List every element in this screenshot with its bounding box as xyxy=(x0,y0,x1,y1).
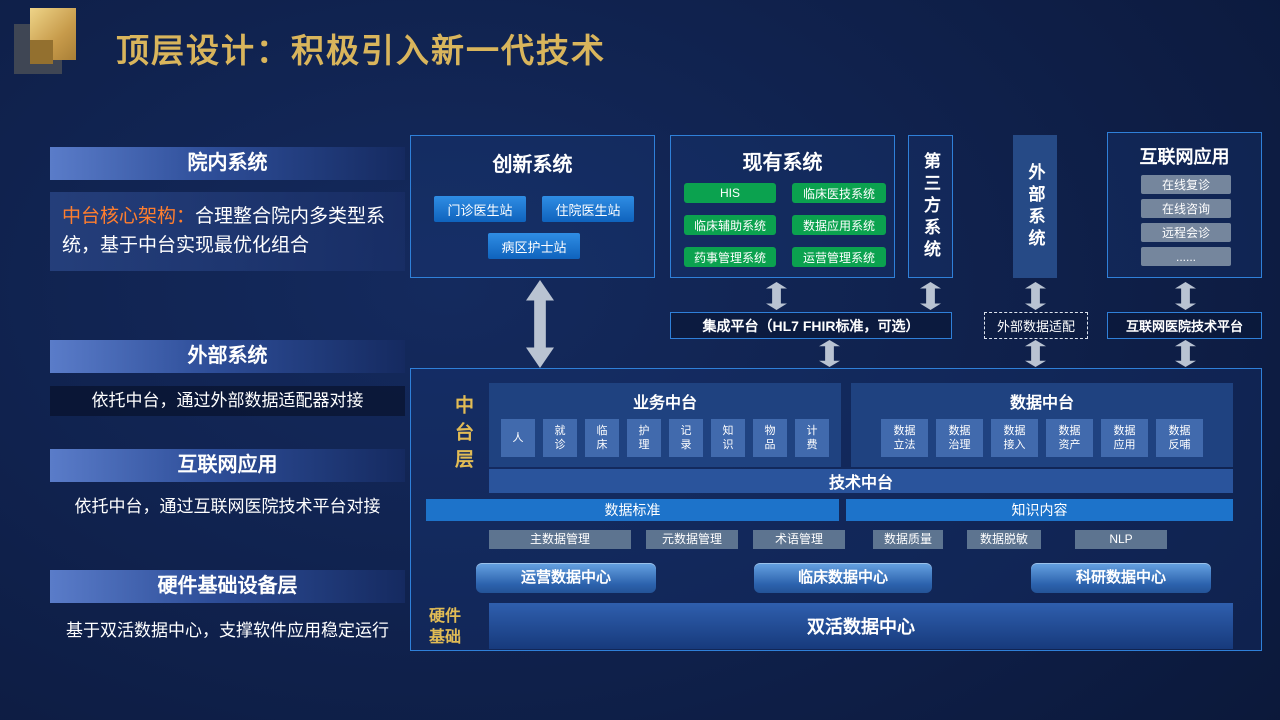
internet-apps-title: 互联网应用 xyxy=(1139,147,1230,167)
page-title: 顶层设计：积极引入新一代技术 xyxy=(116,32,606,69)
business-platform-title: 业务中台 xyxy=(632,395,697,412)
double-arrow-icon xyxy=(1025,340,1046,367)
double-arrow-icon xyxy=(1025,282,1046,310)
innovation-item: 住院医生站 xyxy=(542,196,634,222)
internet-apps-box: 互联网应用 在线复诊 在线咨询 远程会诊 ...... xyxy=(1107,132,1262,278)
section-header-internet-apps: 互联网应用 xyxy=(50,449,405,482)
innovation-systems-title: 创新系统 xyxy=(492,154,573,176)
business-chip: 知识 xyxy=(711,419,745,457)
tool-chip: 数据质量 xyxy=(873,530,943,549)
double-arrow-icon xyxy=(766,282,787,310)
data-chip: 数据资产 xyxy=(1046,419,1093,457)
existing-item: 药事管理系统 xyxy=(684,247,776,267)
business-chip-label: 临床 xyxy=(596,424,608,451)
innovation-item: 病区护士站 xyxy=(488,233,580,259)
middle-platform-layer-label: 中台层 xyxy=(452,395,473,476)
third-party-systems-box: 第三方系统 xyxy=(908,135,953,278)
section-header-external-systems: 外部系统 xyxy=(50,340,405,373)
knowledge-content-bar: 知识内容 xyxy=(846,499,1233,521)
deco-square-gold-dark xyxy=(30,40,53,64)
data-chip-label: 数据治理 xyxy=(948,424,971,451)
business-chip-label: 知识 xyxy=(722,424,734,451)
tool-chip: 主数据管理 xyxy=(489,530,631,549)
double-arrow-icon xyxy=(1175,340,1196,367)
internet-item: 远程会诊 xyxy=(1141,223,1231,242)
existing-item: 临床医技系统 xyxy=(792,183,886,203)
double-arrow-icon xyxy=(1175,282,1196,310)
internet-hospital-platform-bar: 互联网医院技术平台 xyxy=(1107,312,1262,339)
data-chip-row: 数据立法 数据治理 数据接入 数据资产 数据应用 数据反哺 xyxy=(851,419,1233,457)
double-arrow-icon xyxy=(526,280,554,368)
data-chip-label: 数据资产 xyxy=(1058,424,1081,451)
business-platform-panel: 业务中台 人 就诊 临床 护理 记录 知识 物品 计费 xyxy=(489,383,841,467)
section-note-core-architecture: 中台核心架构：合理整合院内多类型系统，基于中台实现最优化组合 xyxy=(50,192,405,271)
existing-systems-title: 现有系统 xyxy=(742,152,823,174)
business-chip: 计费 xyxy=(795,419,829,457)
integration-platform-bar: 集成平台（HL7 FHIR标准，可选） xyxy=(670,312,952,339)
business-chip-label: 记录 xyxy=(680,424,692,451)
data-chip: 数据立法 xyxy=(881,419,928,457)
data-chip: 数据应用 xyxy=(1101,419,1148,457)
data-chip-label: 数据应用 xyxy=(1113,424,1136,451)
middle-platform-container: 中台层 业务中台 人 就诊 临床 护理 记录 知识 物品 计费 数据中台 数据立… xyxy=(410,368,1262,651)
hardware-foundation-label: 硬件基础 xyxy=(429,608,462,646)
business-chip: 人 xyxy=(501,419,535,457)
external-data-adapter-bar: 外部数据适配 xyxy=(984,312,1088,339)
core-architecture-label: 中台核心架构： xyxy=(62,206,196,227)
existing-item: 运营管理系统 xyxy=(792,247,886,267)
third-party-systems-title: 第三方系统 xyxy=(921,151,940,262)
business-chip-row: 人 就诊 临床 护理 记录 知识 物品 计费 xyxy=(489,419,841,457)
data-platform-title: 数据中台 xyxy=(1009,395,1074,412)
data-standard-bar: 数据标准 xyxy=(426,499,839,521)
data-chip-label: 数据立法 xyxy=(893,424,916,451)
section-header-internal-systems: 院内系统 xyxy=(50,147,405,180)
data-chip-label: 数据反哺 xyxy=(1168,424,1191,451)
double-arrow-icon xyxy=(819,340,840,367)
data-platform-panel: 数据中台 数据立法 数据治理 数据接入 数据资产 数据应用 数据反哺 xyxy=(851,383,1233,467)
internet-item: 在线复诊 xyxy=(1141,175,1231,194)
data-center-button: 运营数据中心 xyxy=(476,563,656,593)
section-note-internet-apps: 依托中台，通过互联网医院技术平台对接 xyxy=(74,497,381,516)
tool-chip: 数据脱敏 xyxy=(967,530,1041,549)
business-chip-label: 护理 xyxy=(638,424,650,451)
tech-platform-bar: 技术中台 xyxy=(489,469,1233,493)
existing-systems-box: 现有系统 HIS 临床医技系统 临床辅助系统 数据应用系统 药事管理系统 运营管… xyxy=(670,135,895,278)
external-systems-box: 外部系统 xyxy=(1013,135,1057,278)
business-chip-label: 计费 xyxy=(806,424,818,451)
business-chip-label: 人 xyxy=(512,431,524,444)
existing-item: 数据应用系统 xyxy=(792,215,886,235)
existing-item: 临床辅助系统 xyxy=(684,215,776,235)
tool-chip: 元数据管理 xyxy=(646,530,738,549)
data-chip: 数据接入 xyxy=(991,419,1038,457)
data-center-button: 临床数据中心 xyxy=(754,563,932,593)
innovation-item: 门诊医生站 xyxy=(434,196,526,222)
business-chip-label: 物品 xyxy=(764,424,776,451)
tool-chip: 术语管理 xyxy=(753,530,845,549)
core-architecture-text: 合理整合院内多类型系统，基于中台实现最优化组合 xyxy=(62,206,386,257)
business-chip: 临床 xyxy=(585,419,619,457)
business-chip: 物品 xyxy=(753,419,787,457)
section-note-external-systems: 依托中台，通过外部数据适配器对接 xyxy=(50,386,405,416)
dual-active-datacenter-bar: 双活数据中心 xyxy=(489,603,1233,649)
data-chip-label: 数据接入 xyxy=(1003,424,1026,451)
internet-item: ...... xyxy=(1141,247,1231,266)
section-note-hardware-layer: 基于双活数据中心，支撑软件应用稳定运行 xyxy=(66,621,389,640)
data-chip: 数据治理 xyxy=(936,419,983,457)
data-center-button: 科研数据中心 xyxy=(1031,563,1211,593)
external-systems-title: 外部系统 xyxy=(1025,162,1045,251)
internet-item: 在线咨询 xyxy=(1141,199,1231,218)
double-arrow-icon xyxy=(920,282,941,310)
business-chip: 就诊 xyxy=(543,419,577,457)
business-chip-label: 就诊 xyxy=(554,424,566,451)
data-chip: 数据反哺 xyxy=(1156,419,1203,457)
tool-chip: NLP xyxy=(1075,530,1167,549)
business-chip: 记录 xyxy=(669,419,703,457)
existing-item: HIS xyxy=(684,183,776,203)
innovation-systems-box: 创新系统 门诊医生站 住院医生站 病区护士站 xyxy=(410,135,655,278)
section-header-hardware-layer: 硬件基础设备层 xyxy=(50,570,405,603)
business-chip: 护理 xyxy=(627,419,661,457)
